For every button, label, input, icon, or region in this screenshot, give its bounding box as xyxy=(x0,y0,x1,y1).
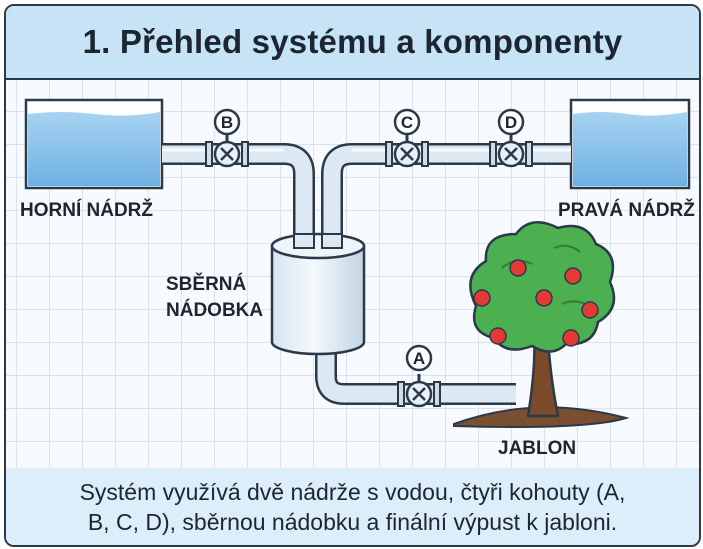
apple-tree-icon xyxy=(469,221,616,418)
valve-a-letter: A xyxy=(413,349,425,368)
right-tank-label: PRAVÁ NÁDRŽ xyxy=(558,200,695,221)
valve-d-letter: D xyxy=(505,113,517,132)
collector-label-line2: NÁDOBKA xyxy=(166,300,264,321)
valve-a-icon[interactable] xyxy=(397,344,441,408)
page-title: 1. Přehled systému a komponenty xyxy=(82,23,623,60)
upper-tank xyxy=(24,98,164,190)
collector-vessel xyxy=(270,232,366,356)
valve-c-icon[interactable] xyxy=(385,108,429,168)
valve-d-icon[interactable] xyxy=(489,108,533,168)
pipe-to-tree xyxy=(315,346,516,405)
caption-line-2: B, C, D), sběrnou nádobku a finální výpu… xyxy=(87,508,618,535)
tree-label: JABLON xyxy=(498,438,577,459)
caption-text: Systém využívá dvě nádrže s vodou, čtyři… xyxy=(23,477,683,537)
caption-line-1: Systém využívá dvě nádrže s vodou, čtyři… xyxy=(79,478,626,505)
title-bar: 1. Přehled systému a komponenty xyxy=(6,6,699,80)
valve-b-letter: B xyxy=(221,113,233,132)
upper-tank-label: HORNÍ NÁDRŽ xyxy=(20,200,153,221)
collector-label-line1: SBĚRNÁ xyxy=(166,274,247,295)
diagram-card: 1. Přehled systému a komponenty xyxy=(4,4,701,547)
valve-c-letter: C xyxy=(401,113,413,132)
caption-box: Systém využívá dvě nádrže s vodou, čtyři… xyxy=(6,468,699,545)
valve-b-icon[interactable] xyxy=(205,108,249,168)
right-tank xyxy=(569,98,691,190)
system-diagram: B C D A xyxy=(24,98,691,428)
